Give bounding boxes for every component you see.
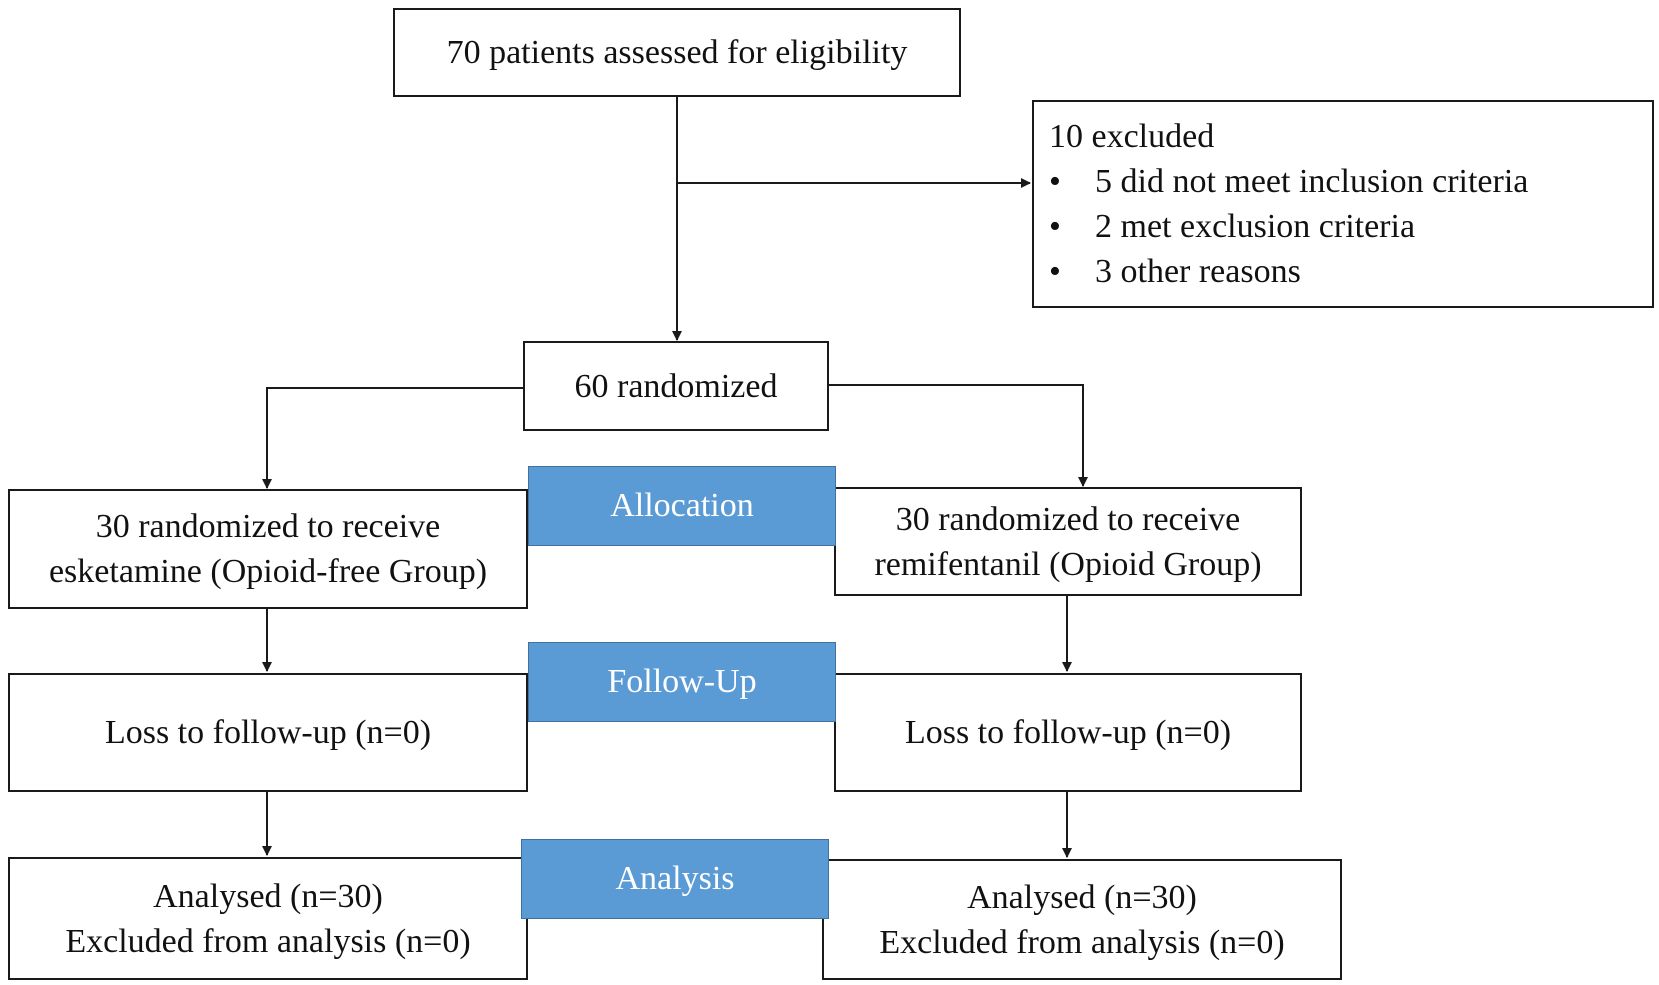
follow-up-stage-text: Follow-Up bbox=[607, 663, 757, 700]
analysis-stage-text: Analysis bbox=[615, 860, 735, 897]
right-excluded-from-analysis-text: Excluded from analysis (n=0) bbox=[879, 923, 1285, 961]
left-excluded-from-analysis-text: Excluded from analysis (n=0) bbox=[65, 922, 471, 960]
excluded-reason-text: 3 other reasons bbox=[1095, 253, 1301, 290]
right-allocation-box: 30 randomized to receive remifentanil (O… bbox=[834, 487, 1302, 596]
randomized-text: 60 randomized bbox=[574, 367, 778, 405]
right-followup-box: Loss to follow-up (n=0) bbox=[834, 673, 1302, 792]
follow-up-stage-label: Follow-Up bbox=[528, 642, 836, 722]
excluded-reason-item: • 2 met exclusion criteria bbox=[1049, 204, 1528, 249]
excluded-title: 10 excluded bbox=[1049, 118, 1215, 155]
assessed-box: 70 patients assessed for eligibility bbox=[393, 8, 961, 97]
assessed-text: 70 patients assessed for eligibility bbox=[446, 34, 908, 71]
right-followup-text: Loss to follow-up (n=0) bbox=[904, 714, 1232, 751]
left-allocation-line2: esketamine (Opioid-free Group) bbox=[48, 553, 488, 590]
bullet-glyph: • bbox=[1049, 208, 1061, 245]
allocation-stage-text: Allocation bbox=[610, 487, 754, 524]
right-analysis-box: Analysed (n=30) Excluded from analysis (… bbox=[822, 859, 1342, 980]
right-allocation-line2: remifentanil (Opioid Group) bbox=[874, 545, 1262, 583]
arrow-randomized-to-right-arm bbox=[829, 384, 1088, 487]
left-analysis-box: Analysed (n=30) Excluded from analysis (… bbox=[8, 857, 528, 980]
bullet-glyph: • bbox=[1049, 253, 1061, 290]
right-analysed-text: Analysed (n=30) bbox=[967, 878, 1197, 916]
excluded-reason-text: 5 did not meet inclusion criteria bbox=[1095, 163, 1529, 200]
excluded-reason-item: • 3 other reasons bbox=[1049, 249, 1528, 294]
right-allocation-line1: 30 randomized to receive bbox=[895, 500, 1241, 538]
allocation-stage-label: Allocation bbox=[528, 466, 836, 546]
excluded-reason-item: • 5 did not meet inclusion criteria bbox=[1049, 159, 1528, 204]
excluded-box: 10 excluded • 5 did not meet inclusion cr… bbox=[1032, 100, 1654, 308]
left-followup-text: Loss to follow-up (n=0) bbox=[104, 714, 432, 751]
arrow-randomized-to-left-arm bbox=[262, 387, 523, 489]
left-followup-box: Loss to follow-up (n=0) bbox=[8, 673, 528, 792]
excluded-reasons-list: • 5 did not meet inclusion criteria • 2 me… bbox=[1049, 159, 1528, 294]
left-allocation-line1: 30 randomized to receive bbox=[95, 508, 441, 545]
excluded-reason-text: 2 met exclusion criteria bbox=[1095, 208, 1416, 245]
bullet-glyph: • bbox=[1049, 163, 1061, 200]
left-analysed-text: Analysed (n=30) bbox=[153, 877, 383, 915]
analysis-stage-label: Analysis bbox=[521, 839, 829, 919]
left-allocation-box: 30 randomized to receive esketamine (Opi… bbox=[8, 489, 528, 609]
randomized-box: 60 randomized bbox=[523, 341, 829, 431]
